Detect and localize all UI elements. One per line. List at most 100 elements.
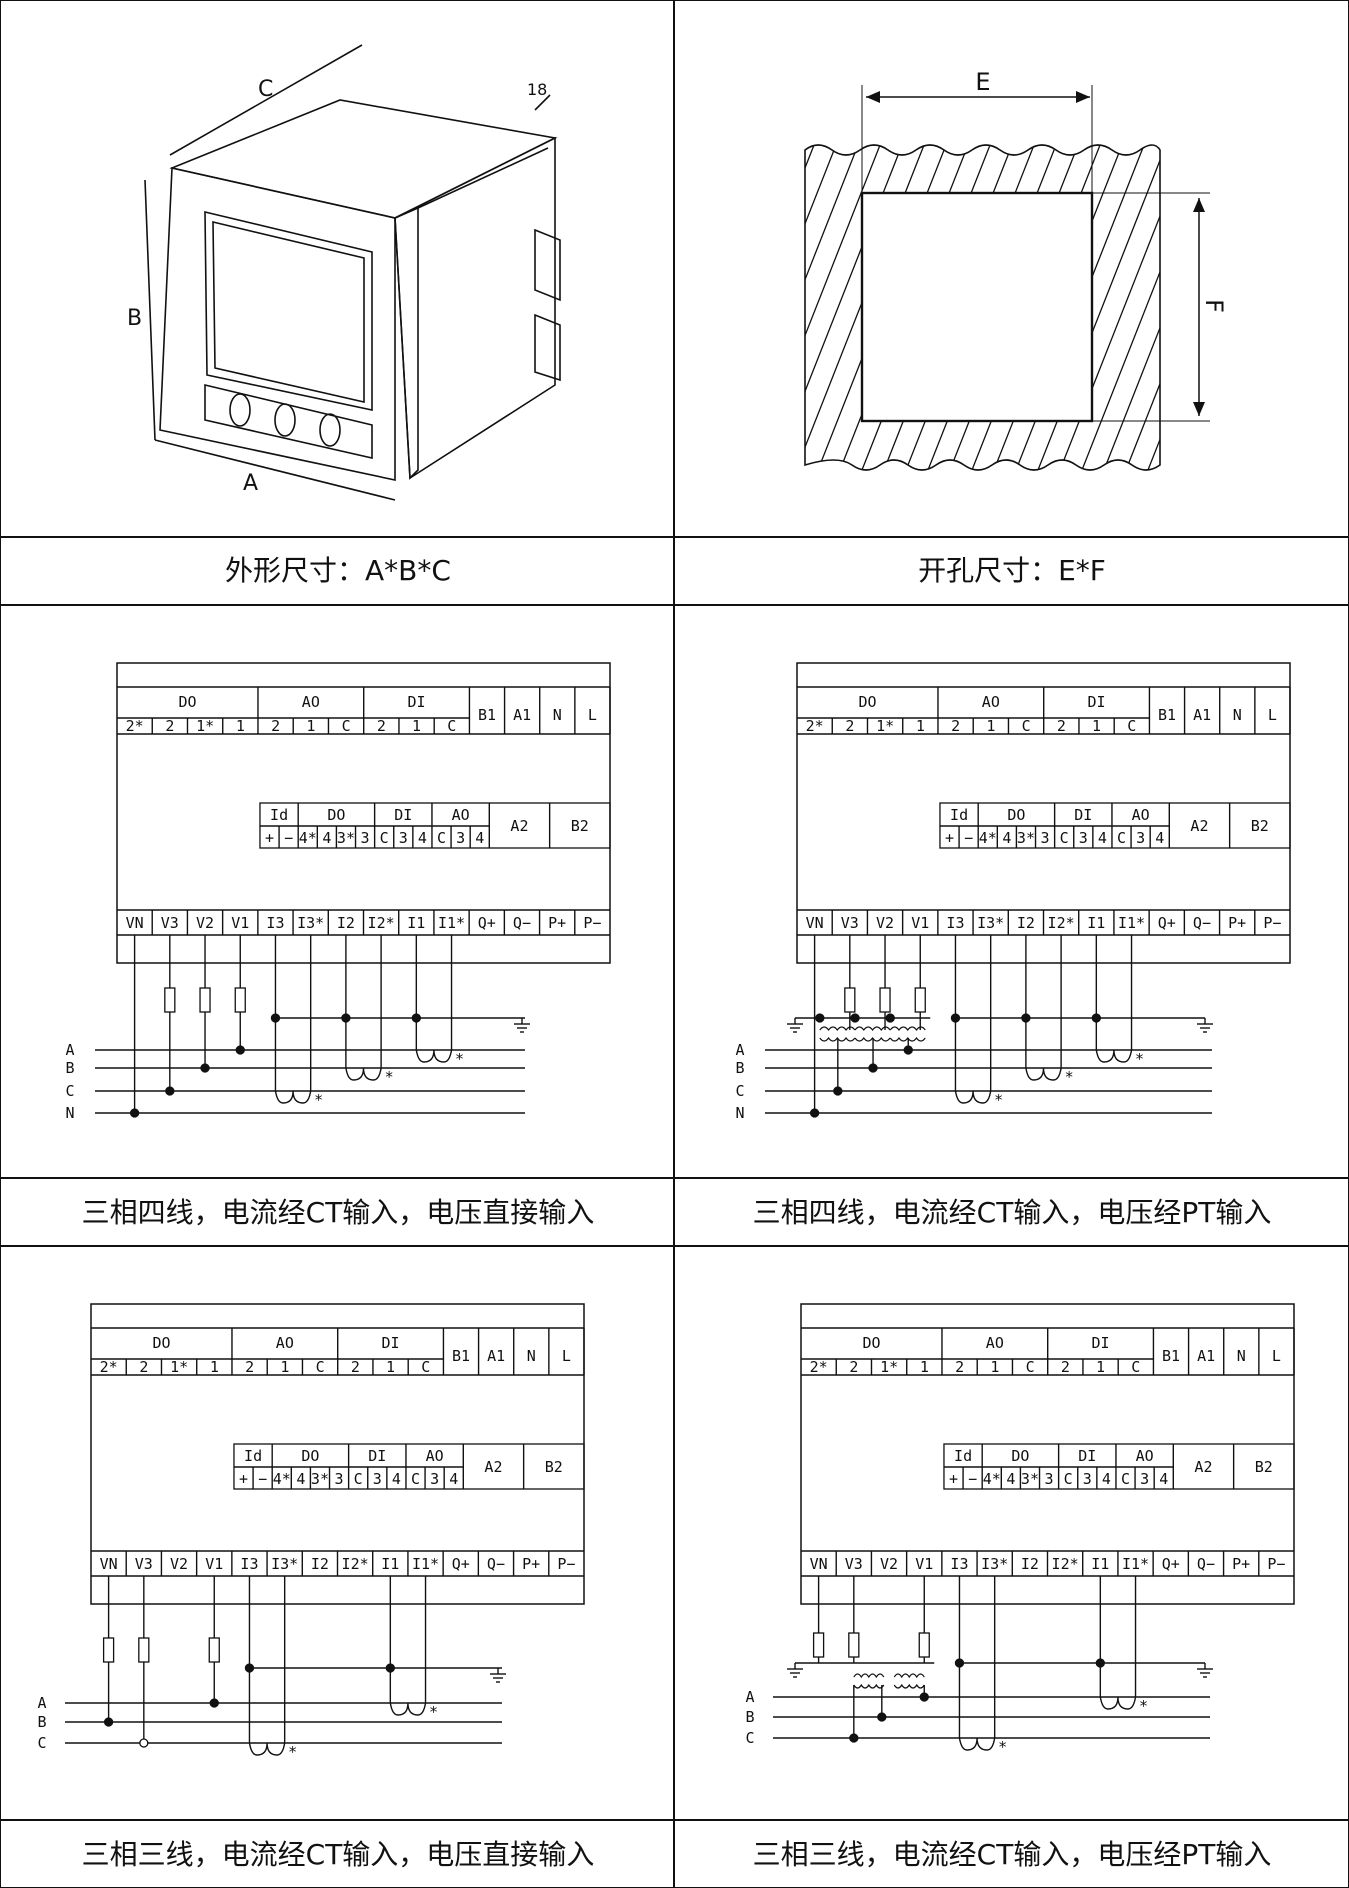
hatch-line [422, 140, 552, 470]
junction-dot [877, 1712, 887, 1722]
ct-mark: * [1135, 1050, 1144, 1068]
group-label-ao: AO [426, 1447, 444, 1465]
terminal-label: 1 [386, 1358, 395, 1376]
terminal-label: B1 [1158, 706, 1176, 724]
phase-label-c: C [735, 1082, 744, 1100]
pt-winding [853, 1683, 885, 1689]
ct-coil-icon: * [1099, 1696, 1148, 1715]
caption-wiring-3: 三相三线，电流经CT输入，电压直接输入 [82, 1838, 595, 1871]
terminal-label: I2* [1048, 914, 1075, 932]
terminal-label: P− [583, 914, 601, 932]
terminal-label: I3 [266, 914, 284, 932]
terminal-label: B2 [571, 817, 589, 835]
hatch-line [1125, 145, 1160, 470]
terminal-label: 1 [210, 1358, 219, 1376]
junction-dot [103, 1717, 114, 1727]
terminal-label: Q+ [478, 914, 496, 932]
terminal-label: I3* [977, 914, 1004, 932]
terminal-label: 2 [351, 1358, 360, 1376]
dim-f-arrow-top [1193, 198, 1205, 212]
terminal-label: C [342, 717, 351, 735]
terminal-label: 1 [280, 1358, 289, 1376]
group-label-ao: AO [276, 1334, 294, 1352]
group-label-di: DI [1092, 1334, 1110, 1352]
hatch-line [642, 140, 772, 470]
pt-transformer-icon [893, 1673, 925, 1689]
terminal-label: 3 [399, 829, 408, 847]
junction-dot [235, 1045, 245, 1055]
terminal-label: I1* [1122, 1555, 1149, 1573]
terminal-label: + [949, 1470, 958, 1488]
ground-icon [490, 1668, 506, 1683]
terminal-label: 3* [311, 1470, 329, 1488]
terminal-label: 3 [430, 1470, 439, 1488]
terminal-label: + [945, 829, 954, 847]
phase-label-b: B [745, 1708, 754, 1726]
phase-label-n: N [65, 1104, 74, 1122]
hatch-line [1103, 145, 1160, 470]
terminal-lug-1 [534, 228, 561, 302]
group-label-di: DI [1088, 693, 1106, 711]
terminal-label: P− [557, 1555, 575, 1573]
terminal-label: A2 [1190, 817, 1208, 835]
group-label-di: DI [382, 1334, 400, 1352]
terminal-label: 3 [335, 1470, 344, 1488]
ct-mark: * [385, 1068, 394, 1086]
terminal-label: 2* [100, 1358, 118, 1376]
phase-label-c: C [745, 1729, 754, 1747]
dim-e-arrow-left [866, 91, 880, 103]
terminal-label: Q+ [1158, 914, 1176, 932]
terminal-label: N [527, 1347, 536, 1365]
terminal-label: 4 [1002, 829, 1011, 847]
ground-icon [787, 1663, 803, 1678]
terminal-label: 2* [806, 717, 824, 735]
terminal-label: V3 [841, 914, 859, 932]
terminal-label: 2 [845, 717, 854, 735]
junction-dot [1021, 1013, 1031, 1023]
terminal-label: 1 [1092, 717, 1101, 735]
terminal-label: I1* [412, 1555, 439, 1573]
terminal-label: A1 [487, 1347, 505, 1365]
terminal-label: I1* [1118, 914, 1145, 932]
caption-wiring-1: 三相四线，电流经CT输入，电压直接输入 [82, 1196, 595, 1229]
terminal-label: C [1026, 1358, 1035, 1376]
group-label-do: DO [858, 693, 876, 711]
terminal-label: − [964, 829, 973, 847]
terminal-label: 3 [361, 829, 370, 847]
phase-label-c: C [65, 1082, 74, 1100]
terminal-label: I3* [271, 1555, 298, 1573]
terminal-label: C [1060, 829, 1069, 847]
terminal-label: C [437, 829, 446, 847]
fuse-icon [102, 1637, 115, 1663]
terminal-label: B2 [1251, 817, 1269, 835]
junction-dot [244, 1663, 255, 1673]
terminal-label: L [1272, 1347, 1281, 1365]
hatch-line [532, 140, 662, 470]
phase-label-c: C [37, 1734, 46, 1752]
terminal-label: − [968, 1470, 977, 1488]
fuse-icon [918, 1632, 930, 1658]
terminal-label: 4 [1155, 829, 1164, 847]
terminal-label: VN [100, 1555, 118, 1573]
terminal-label: V2 [880, 1555, 898, 1573]
dim-a-line [154, 439, 396, 501]
phase-label-b: B [735, 1059, 744, 1077]
terminal-label: 4 [1006, 1470, 1015, 1488]
terminal-label: 1* [196, 717, 214, 735]
terminal-label: C [1117, 829, 1126, 847]
junction-dot [868, 1063, 878, 1073]
pt-winding [853, 1673, 885, 1679]
terminal-label: N [1233, 706, 1242, 724]
junction-dot [209, 1698, 219, 1708]
terminal-label: 3* [337, 829, 355, 847]
terminal-label: A1 [1197, 1347, 1215, 1365]
terminal-label: Q− [1197, 1555, 1215, 1573]
front-bezel [159, 167, 396, 481]
